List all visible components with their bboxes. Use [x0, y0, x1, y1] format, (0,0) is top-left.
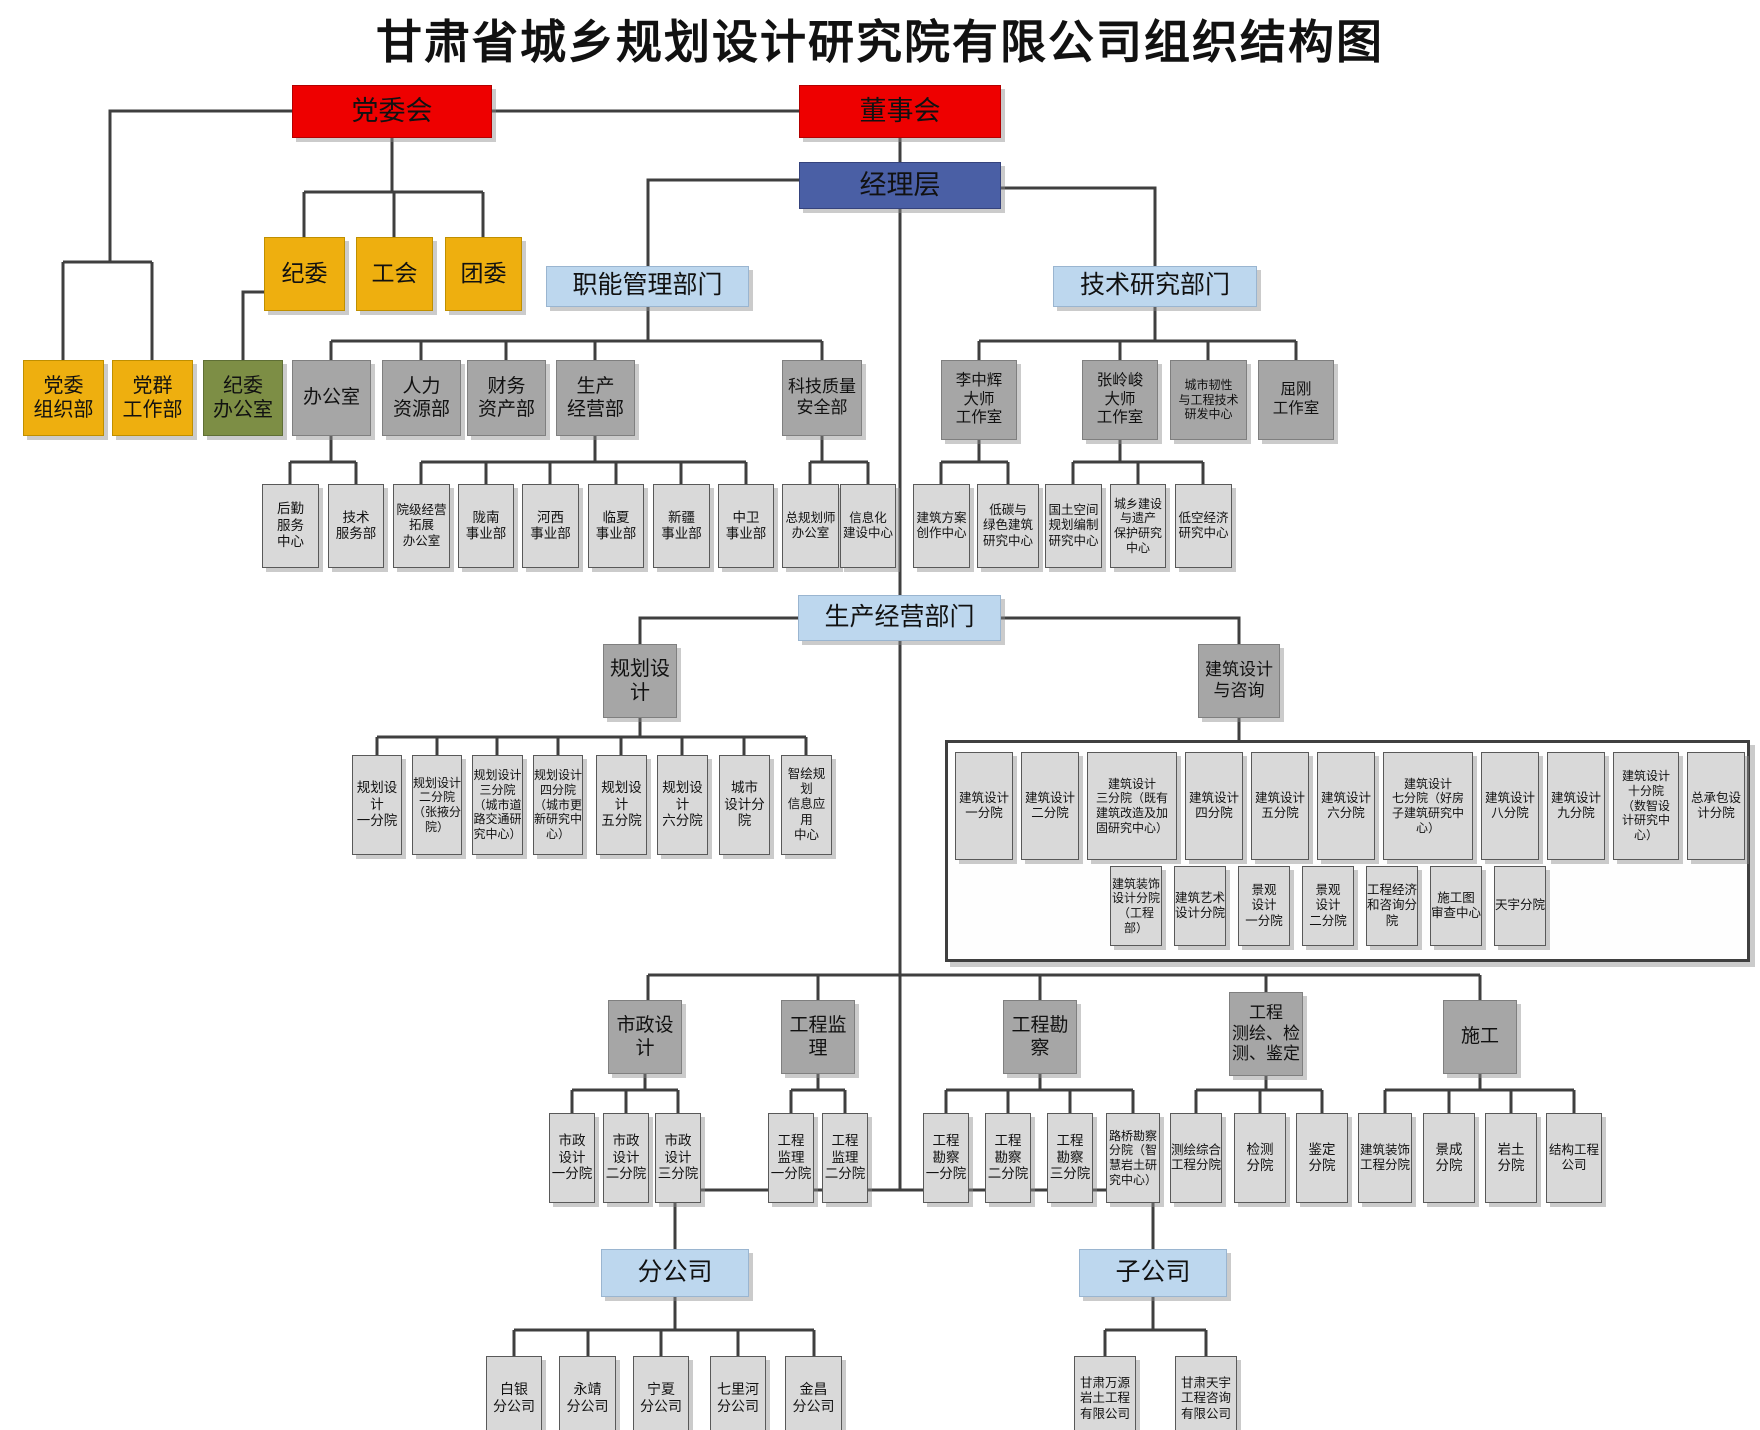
node-planning-branch-6: 规划设计 六分院 [657, 755, 708, 855]
node-production-operation-dept: 生产 经营部 [556, 360, 635, 436]
node-smart-planning-info-center: 智绘规划 信息应用 中心 [781, 755, 832, 855]
node-supervision-branch-1: 工程 监理 一分院 [768, 1113, 814, 1203]
node-hexi-business-unit: 河西 事业部 [522, 484, 579, 568]
node-labor-union: 工会 [356, 237, 433, 311]
node-territorial-spatial-planning-center: 国土空间 规划编制 研究中心 [1045, 484, 1102, 568]
node-jinchang-branch-company: 金昌 分公司 [785, 1356, 842, 1430]
node-planning-branch-4-urban-renewal: 规划设计 四分院 （城市更 新研究中 心） [533, 755, 583, 855]
node-landscape-design-branch-2: 景观 设计 二分院 [1302, 866, 1354, 946]
node-jingcheng-branch: 景成 分院 [1423, 1113, 1475, 1203]
node-decoration-design-branch-engineering: 建筑装饰 设计分院 （工程 部） [1110, 866, 1162, 946]
node-survey-branch-1: 工程 勘察 一分院 [923, 1113, 969, 1203]
node-linxia-business-unit: 临夏 事业部 [588, 484, 644, 568]
node-lowcarbon-green-building-center: 低碳与 绿色建筑 研究中心 [977, 484, 1039, 568]
node-arch-branch-8: 建筑设计 八分院 [1481, 752, 1539, 860]
node-logistics-service-center: 后勤 服务 中心 [262, 484, 319, 568]
node-arch-branch-5: 建筑设计 五分院 [1251, 752, 1309, 860]
node-discipline-committee: 纪委 [264, 237, 345, 311]
node-zhongwei-business-unit: 中卫 事业部 [718, 484, 774, 568]
node-yongjing-branch-company: 永靖 分公司 [559, 1356, 616, 1430]
node-general-office: 办公室 [292, 360, 371, 436]
node-planning-branch-1: 规划设计 一分院 [352, 755, 402, 855]
node-structural-engineering-company: 结构工程 公司 [1546, 1113, 1602, 1203]
chart-title: 甘肃省城乡规划设计研究院有限公司组织结构图 [376, 17, 1384, 68]
node-supervision-branch-2: 工程 监理 二分院 [822, 1113, 868, 1203]
node-urban-rural-heritage-protection-center: 城乡建设 与遗产 保护研究 中心 [1110, 484, 1166, 568]
node-lizhonghui-master-studio: 李中辉 大师 工作室 [941, 360, 1017, 440]
node-architectural-scheme-creation-center: 建筑方案 创作中心 [913, 484, 970, 568]
node-landscape-design-branch-1: 景观 设计 一分院 [1238, 866, 1290, 946]
node-arch-branch-10-digital-design-center: 建筑设计 十分院 （数智设 计研究中 心） [1613, 752, 1679, 860]
node-urban-design-branch: 城市 设计分院 [719, 755, 770, 855]
node-institute-business-expansion-office: 院级经营 拓展 办公室 [393, 484, 450, 568]
node-engineering-survey-group: 工程勘察 [1003, 1000, 1077, 1074]
node-arch-branch-7-good-house-center: 建筑设计 七分院（好房 子建筑研究中 心） [1383, 752, 1473, 860]
header-functional-management-depts: 职能管理部门 [546, 266, 749, 307]
node-construction-drawing-review-center: 施工图 审查中心 [1430, 866, 1482, 946]
node-technical-service-dept: 技术 服务部 [328, 484, 384, 568]
node-municipal-design-branch-1: 市政 设计 一分院 [549, 1113, 595, 1203]
node-architecture-design-consulting-group: 建筑设计 与咨询 [1198, 644, 1280, 718]
node-municipal-design-branch-2: 市政 设计 二分院 [603, 1113, 649, 1203]
node-tianyu-branch: 天宇分院 [1494, 866, 1546, 946]
header-branch-companies: 分公司 [601, 1249, 749, 1297]
header-technical-research-depts: 技术研究部门 [1053, 266, 1257, 307]
node-arch-branch-4: 建筑设计 四分院 [1185, 752, 1243, 860]
node-ningxia-branch-company: 宁夏 分公司 [633, 1356, 689, 1430]
node-general-contracting-design-branch: 总承包设 计分院 [1687, 752, 1745, 860]
node-board-of-directors: 董事会 [799, 85, 1001, 138]
node-informatization-center: 信息化 建设中心 [840, 484, 896, 568]
node-qugang-studio: 屈刚 工作室 [1258, 360, 1334, 440]
node-planning-branch-2-zhangye: 规划设计 二分院 （张掖分 院） [412, 755, 462, 855]
node-baiyin-branch-company: 白银 分公司 [486, 1356, 542, 1430]
node-tech-quality-safety-dept: 科技质量 安全部 [782, 360, 862, 436]
node-low-altitude-economy-center: 低空经济 研究中心 [1175, 484, 1232, 568]
node-party-mass-work-dept: 党群 工作部 [112, 360, 193, 436]
node-xinjiang-business-unit: 新疆 事业部 [653, 484, 710, 568]
node-municipal-design-group: 市政设计 [608, 1000, 682, 1074]
node-surveying-testing-appraisal-group: 工程 测绘、检 测、鉴定 [1229, 992, 1303, 1076]
node-arch-branch-9: 建筑设计 九分院 [1547, 752, 1605, 860]
node-urban-resilience-rd-center: 城市韧性 与工程技术 研发中心 [1170, 360, 1247, 440]
node-planning-branch-5: 规划设计 五分院 [596, 755, 647, 855]
node-planning-branch-3-road-traffic: 规划设计 三分院 （城市道 路交通研 究中心） [472, 755, 523, 855]
node-arch-branch-3-retrofit-center: 建筑设计 三分院（既有 建筑改造及加 固研究中心） [1087, 752, 1177, 860]
node-construction-group: 施工 [1443, 1000, 1517, 1074]
node-discipline-office: 纪委 办公室 [203, 360, 283, 436]
node-youth-league: 团委 [445, 237, 522, 311]
node-party-committee: 党委会 [292, 85, 492, 138]
node-finance-assets-dept: 财务 资产部 [467, 360, 546, 436]
node-gansu-tianyu-consulting-co: 甘肃天宇 工程咨询 有限公司 [1175, 1356, 1237, 1430]
node-chief-planner-office: 总规划师 办公室 [782, 484, 839, 568]
node-arch-branch-1: 建筑设计 一分院 [955, 752, 1013, 860]
node-engineering-supervision-group: 工程监理 [781, 1000, 855, 1074]
node-survey-branch-3: 工程 勘察 三分院 [1047, 1113, 1093, 1203]
node-surveying-comprehensive-engineering-branch: 测绘综合 工程分院 [1170, 1113, 1222, 1203]
node-planning-design-group: 规划设计 [603, 644, 677, 718]
node-qilihe-branch-company: 七里河 分公司 [710, 1356, 766, 1430]
node-zhanglingjun-master-studio: 张岭峻 大师 工作室 [1082, 360, 1158, 440]
node-road-bridge-survey-branch-smart-geotech: 路桥勘察 分院（智 慧岩土研 究中心） [1106, 1113, 1160, 1203]
header-production-operation-depts: 生产经营部门 [798, 595, 1001, 641]
node-engineering-economics-consulting-branch: 工程经济 和咨询分 院 [1366, 866, 1418, 946]
node-arch-branch-6: 建筑设计 六分院 [1317, 752, 1375, 860]
node-municipal-design-branch-3: 市政 设计 三分院 [655, 1113, 701, 1203]
node-longnan-business-unit: 陇南 事业部 [458, 484, 514, 568]
node-management-layer: 经理层 [799, 162, 1001, 209]
header-subsidiaries: 子公司 [1079, 1249, 1227, 1297]
node-building-decoration-engineering-branch: 建筑装饰 工程分院 [1358, 1113, 1412, 1203]
node-architectural-art-design-branch: 建筑艺术 设计分院 [1174, 866, 1226, 946]
node-arch-branch-2: 建筑设计 二分院 [1021, 752, 1079, 860]
node-appraisal-branch: 鉴定 分院 [1296, 1113, 1348, 1203]
node-geotechnical-branch: 岩土 分院 [1485, 1113, 1537, 1203]
node-party-organization-dept: 党委 组织部 [23, 360, 104, 436]
node-gansu-wanyuan-geotechnical-co: 甘肃万源 岩土工程 有限公司 [1074, 1356, 1136, 1430]
node-testing-branch: 检测 分院 [1234, 1113, 1286, 1203]
node-human-resources-dept: 人力 资源部 [382, 360, 461, 436]
node-survey-branch-2: 工程 勘察 二分院 [985, 1113, 1031, 1203]
